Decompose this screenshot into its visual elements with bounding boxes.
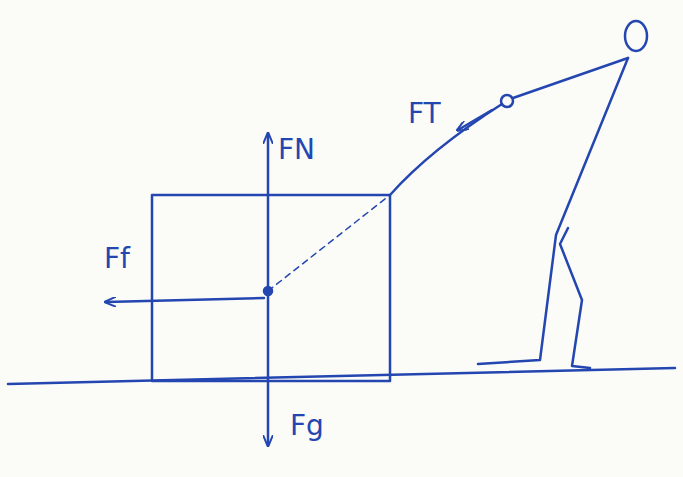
rope-line — [390, 104, 502, 195]
person-leg — [560, 228, 590, 368]
gravity-force-arrow — [267, 295, 270, 445]
force-label: FN — [278, 136, 315, 164]
friction-force-arrow — [106, 298, 264, 302]
hand-circle — [501, 95, 513, 107]
tension-force-arrow — [458, 110, 492, 130]
force-label: Ff — [104, 245, 130, 273]
person-body — [478, 58, 628, 364]
crate-box — [152, 195, 390, 381]
normal-force-arrow — [267, 134, 270, 287]
person-arm — [513, 58, 628, 98]
person-head — [625, 21, 647, 51]
rope-extension — [268, 195, 390, 291]
force-label: FT — [408, 100, 441, 128]
force-label: Fg — [290, 412, 324, 440]
